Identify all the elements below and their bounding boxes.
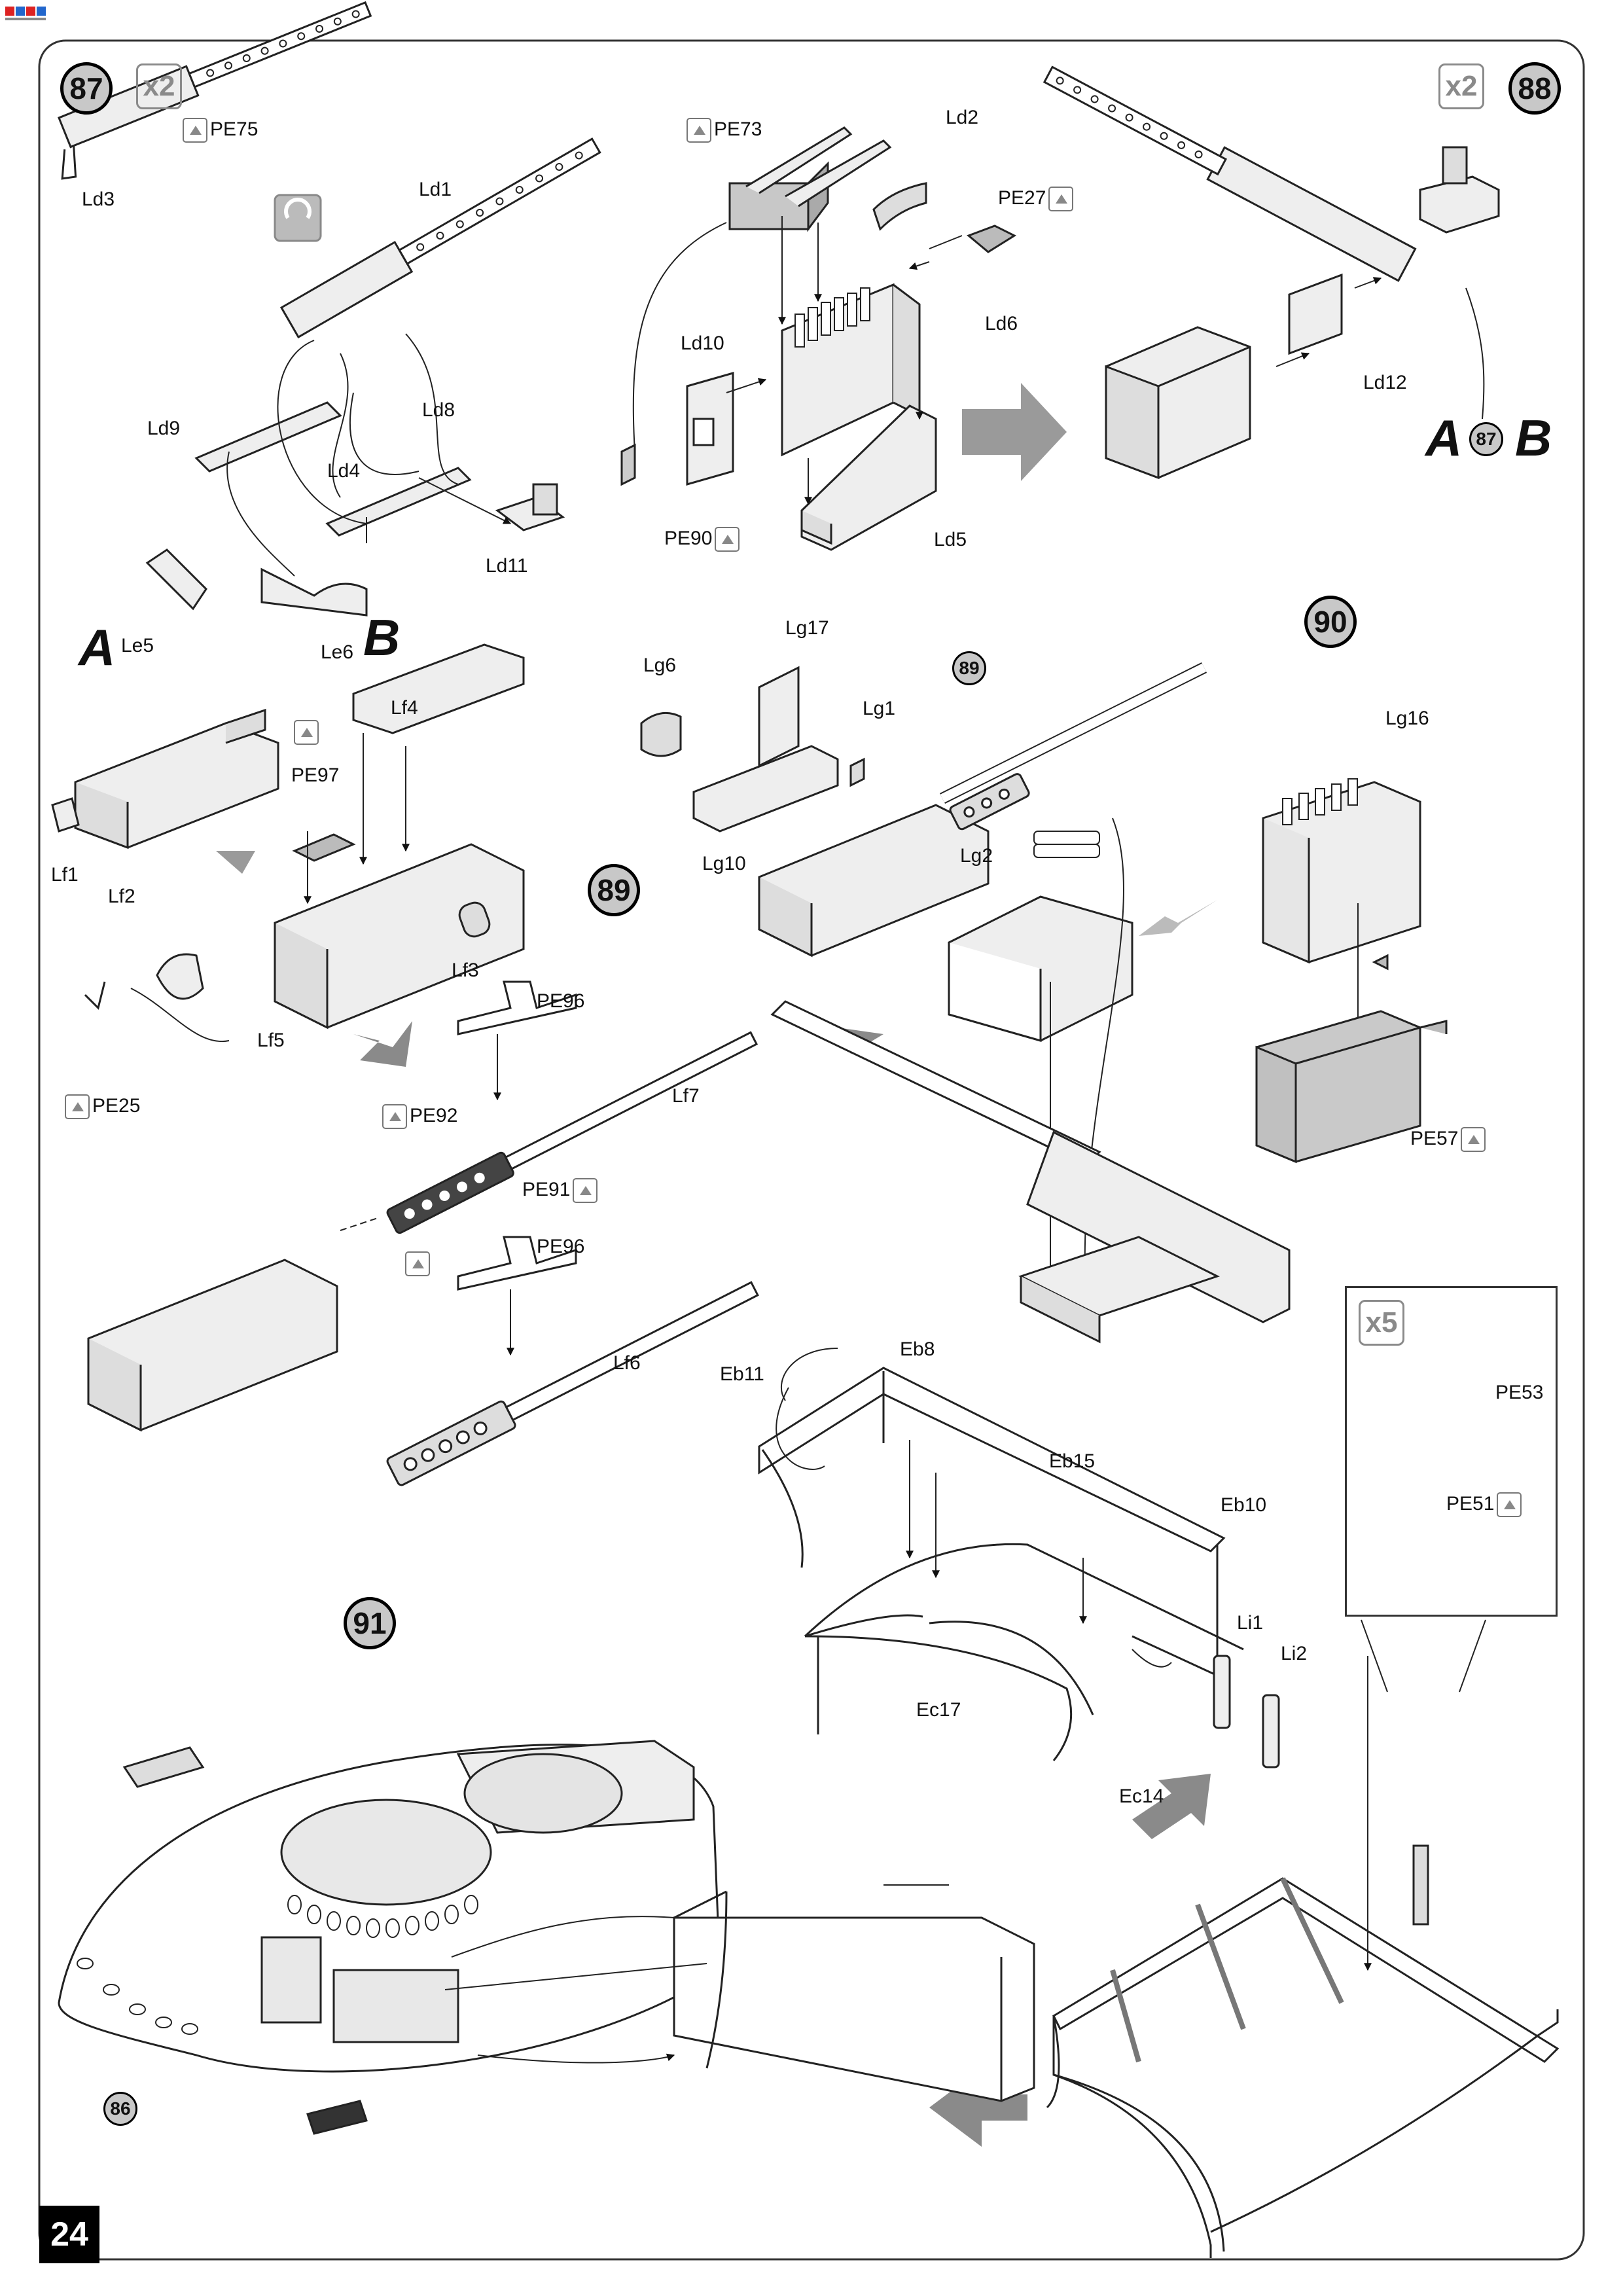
part-label: PE92: [380, 1104, 457, 1129]
part-label: Ld8: [422, 399, 455, 421]
part-label: [291, 720, 321, 745]
part-label-text: PE25: [92, 1094, 141, 1117]
photo-etch-icon: [65, 1094, 90, 1119]
part-label: Lf3: [452, 960, 479, 981]
part-label-text: PE91: [522, 1178, 571, 1200]
part-label: Lf1: [51, 864, 79, 886]
part-label: Ld10: [681, 332, 724, 354]
part-label: PE90: [664, 527, 742, 552]
part-label: Lf2: [108, 886, 135, 907]
marker-a: A: [79, 619, 116, 676]
part-label: Ld11: [486, 555, 528, 577]
photo-etch-icon: [183, 118, 207, 143]
brand-logo: [5, 7, 46, 20]
part-label: Ld9: [147, 418, 181, 439]
page-frame: [38, 39, 1585, 2261]
part-label: PE53: [1495, 1382, 1544, 1403]
step-90-drawing: [640, 662, 1448, 1344]
part-label: Lg2: [960, 845, 993, 867]
photo-etch-icon: [1461, 1127, 1486, 1152]
step-88-drawing: [620, 65, 1500, 551]
part-label: PE73: [684, 118, 762, 143]
photo-etch-icon: [715, 527, 740, 552]
part-label: Lg1: [863, 698, 896, 719]
part-label: Li2: [1281, 1643, 1308, 1664]
page-number: 24: [39, 2206, 99, 2263]
part-label: Lf6: [613, 1352, 641, 1374]
photo-etch-icon: [1497, 1492, 1522, 1517]
part-label: Ld2: [946, 107, 979, 128]
step-87-multiplier-text: x2: [143, 70, 175, 102]
part-label: Eb15: [1049, 1450, 1096, 1472]
part-label: Ld12: [1363, 372, 1407, 393]
part-label-text: PE57: [1410, 1127, 1459, 1149]
part-label: Lf4: [391, 697, 418, 719]
step-89-badge: 89: [588, 864, 640, 916]
part-label: [402, 1251, 433, 1276]
part-label: Ld5: [934, 529, 967, 550]
photo-etch-icon: [1048, 187, 1074, 211]
part-label: Ld4: [327, 460, 361, 482]
part-label-text: PE75: [210, 118, 259, 140]
photo-etch-icon: [382, 1104, 407, 1129]
part-label: Ec14: [1119, 1785, 1164, 1807]
reference-87-badge: 87: [1469, 422, 1503, 456]
part-label: Lg17: [785, 617, 829, 639]
part-label: PE91: [522, 1178, 600, 1203]
part-label: Lf5: [257, 1030, 285, 1051]
marker-b: B: [1515, 409, 1552, 467]
photo-etch-icon: [687, 118, 711, 143]
inset-panel: x5: [1345, 1286, 1558, 1617]
step-88-multiplier-text: x2: [1445, 70, 1478, 102]
part-label: Eb10: [1221, 1494, 1267, 1516]
marker-b: B: [363, 609, 401, 666]
part-label: Lg6: [643, 655, 677, 676]
step-88-badge: 88: [1508, 62, 1561, 115]
marker-a: A: [1425, 409, 1463, 467]
part-label: Lf7: [672, 1085, 700, 1107]
step-89-drawing: [51, 643, 759, 1486]
part-label: PE96: [537, 990, 585, 1012]
part-label: Lg16: [1385, 708, 1429, 729]
part-label: Le5: [121, 635, 154, 656]
step-87-badge: 87: [60, 62, 113, 115]
part-label: Li1: [1237, 1612, 1264, 1634]
part-label-text: PE27: [998, 187, 1046, 209]
part-label: PE57: [1410, 1127, 1488, 1152]
part-label-text: PE92: [410, 1104, 458, 1126]
photo-etch-icon: [573, 1178, 598, 1203]
inset-multiplier: x5: [1359, 1300, 1404, 1346]
part-label: Eb8: [900, 1338, 935, 1360]
reference-89-badge: 89: [952, 651, 986, 685]
step-87-drawing: [58, 1, 601, 617]
step-88-multiplier: x2: [1438, 63, 1484, 109]
part-label: PE75: [180, 118, 258, 143]
part-label: PE96: [537, 1236, 585, 1257]
part-label: PE97: [291, 764, 340, 786]
step-91-badge: 91: [344, 1597, 396, 1649]
part-label: Lg10: [702, 853, 746, 874]
part-label: Le6: [321, 641, 354, 663]
part-label: PE27: [998, 187, 1076, 211]
step-90-badge: 90: [1304, 596, 1357, 648]
part-label: Eb11: [720, 1363, 764, 1385]
part-label-text: PE73: [714, 118, 762, 140]
part-label: Ec17: [916, 1699, 961, 1721]
photo-etch-icon: [294, 720, 319, 745]
step-87-multiplier: x2: [136, 63, 182, 109]
part-label: PE25: [62, 1094, 140, 1119]
reference-86-badge: 86: [103, 2092, 137, 2126]
part-label: Ld3: [82, 188, 115, 210]
part-label: PE51: [1446, 1492, 1524, 1517]
photo-etch-icon: [405, 1251, 430, 1276]
part-label: Ld1: [419, 179, 452, 200]
part-label: Ld6: [985, 313, 1018, 334]
step-91-drawing: [58, 1348, 1560, 2258]
part-label-text: PE51: [1446, 1492, 1495, 1515]
part-label-text: PE90: [664, 527, 713, 549]
inset-multiplier-text: x5: [1365, 1306, 1398, 1338]
